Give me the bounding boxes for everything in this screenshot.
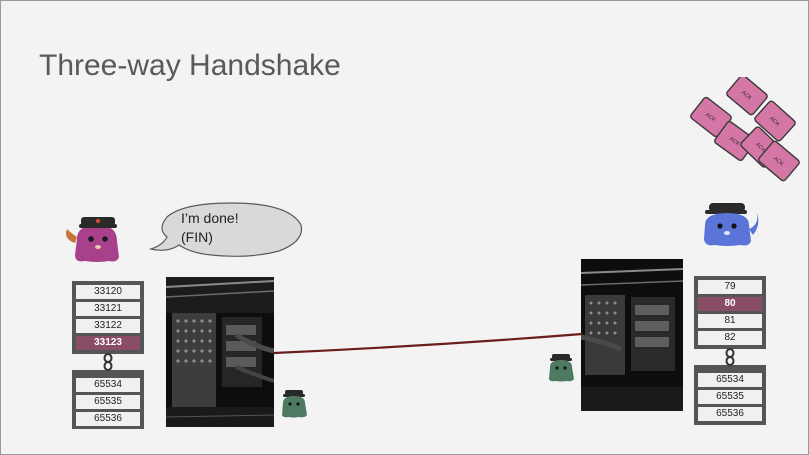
- left-port-cell: 33121: [76, 302, 140, 316]
- left-port-cell: 65534: [76, 378, 140, 392]
- left-small-mascot: [282, 390, 307, 418]
- right-port-cell-highlighted: 80: [698, 297, 762, 311]
- left-port-cell: 33122: [76, 319, 140, 333]
- slide-title: Three-way Handshake: [39, 49, 341, 82]
- right-mascot: [704, 203, 759, 246]
- chain-icon: [103, 353, 113, 371]
- speech-line-2: (FIN): [181, 229, 213, 245]
- ack-packet-label: ACK: [704, 112, 717, 124]
- speech-bubble-text: I’m done! (FIN): [181, 209, 239, 247]
- left-port-cell: 33120: [76, 285, 140, 299]
- right-port-cell: 65535: [698, 390, 762, 404]
- ack-packet: ACK: [758, 140, 800, 182]
- left-port-cell: 65535: [76, 395, 140, 409]
- speech-bubble: [149, 202, 303, 257]
- right-port-cell: 65534: [698, 373, 762, 387]
- right-server-image: [581, 259, 683, 411]
- left-port-cell-highlighted: 33123: [76, 336, 140, 350]
- left-port-cell: 65536: [76, 412, 140, 426]
- right-small-mascot: [549, 354, 574, 382]
- right-port-cell: 81: [698, 314, 762, 328]
- speech-line-1: I’m done!: [181, 210, 239, 226]
- ack-packet-label: ACK: [728, 136, 741, 148]
- left-port-stack: 33120 33121 33122 33123 65534 65535 6553…: [72, 281, 144, 429]
- ack-packet: ACK: [726, 77, 768, 116]
- left-mascot: [66, 217, 119, 262]
- right-port-cell: 65536: [698, 407, 762, 421]
- chain-icon: [725, 348, 735, 366]
- right-port-cell: 82: [698, 331, 762, 345]
- ack-packet: ACK: [754, 100, 796, 142]
- right-port-stack: 79 80 81 82 65534 65535 65536: [694, 276, 766, 425]
- right-port-cell: 79: [698, 280, 762, 294]
- left-server-image: [166, 277, 274, 427]
